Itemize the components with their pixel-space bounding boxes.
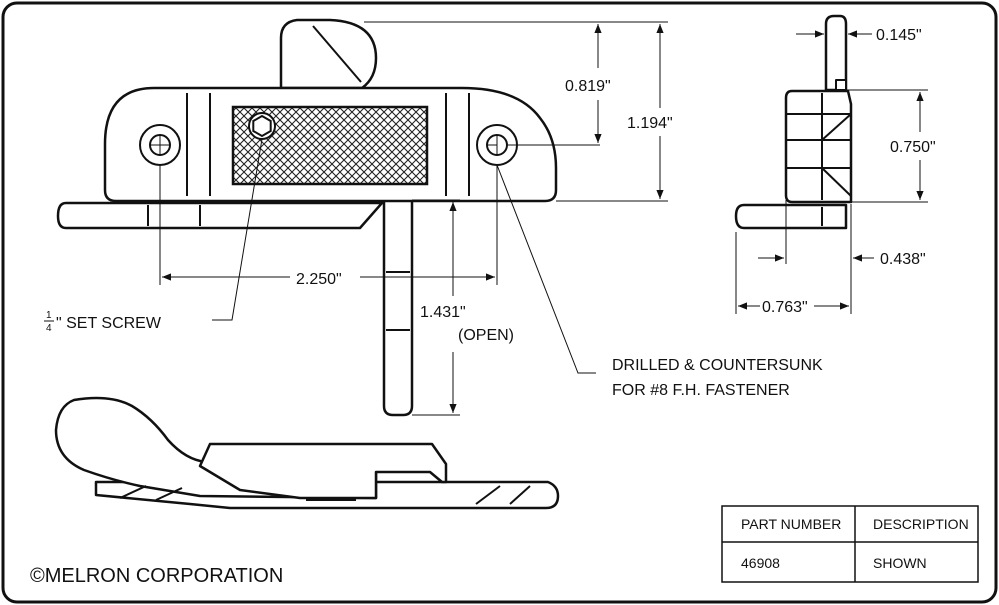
front-view-details <box>147 25 470 331</box>
front-view <box>56 18 558 417</box>
bottom-view <box>54 396 560 510</box>
dim-0819: 0.819" <box>565 78 611 95</box>
lever-arm <box>382 198 414 417</box>
title-block: PART NUMBER DESCRIPTION 46908 SHOWN <box>721 505 979 583</box>
center-marks <box>150 135 600 155</box>
side-dimension-text: 0.145" 0.750" 0.438" 0.763" <box>762 27 936 316</box>
front-dimension-text: 0.819" 1.194" 2.250" 1.431" (OPEN) 1 4 "… <box>44 78 823 399</box>
set-screw-fraction-den: 4 <box>46 323 52 334</box>
dim-1431: 1.431" <box>420 304 466 321</box>
set-screw <box>248 112 276 140</box>
dim-2250: 2.250" <box>296 271 342 288</box>
dim-1194: 1.194" <box>627 115 673 132</box>
side-pin <box>835 79 847 91</box>
side-body <box>784 89 853 204</box>
side-tab <box>734 203 848 230</box>
drill-note-line2: FOR #8 F.H. FASTENER <box>612 382 790 399</box>
bottom-body-step <box>198 442 448 500</box>
header-part-number: PART NUMBER <box>741 516 841 532</box>
dim-0145: 0.145" <box>876 27 922 44</box>
cell-description: SHOWN <box>873 555 927 571</box>
base-tab <box>56 201 384 230</box>
set-screw-fraction-num: 1 <box>46 310 52 321</box>
dim-0438: 0.438" <box>880 251 926 268</box>
set-screw-label: " SET SCREW <box>56 315 162 332</box>
copyright-label: ©MELRON CORPORATION <box>30 565 283 587</box>
dim-0763: 0.763" <box>762 299 808 316</box>
dim-open-label: (OPEN) <box>458 327 514 344</box>
drill-note-line1: DRILLED & COUNTERSUNK <box>612 357 823 374</box>
side-view <box>734 14 853 230</box>
lever-paddle <box>279 18 378 90</box>
cell-part-number: 46908 <box>741 555 780 571</box>
bottom-view-details <box>119 485 531 505</box>
front-dimension-lines <box>159 21 668 416</box>
side-lever <box>824 14 848 92</box>
side-dimension-lines <box>735 30 928 314</box>
side-view-details <box>786 93 852 226</box>
dim-0750: 0.750" <box>890 139 936 156</box>
header-description: DESCRIPTION <box>873 516 969 532</box>
